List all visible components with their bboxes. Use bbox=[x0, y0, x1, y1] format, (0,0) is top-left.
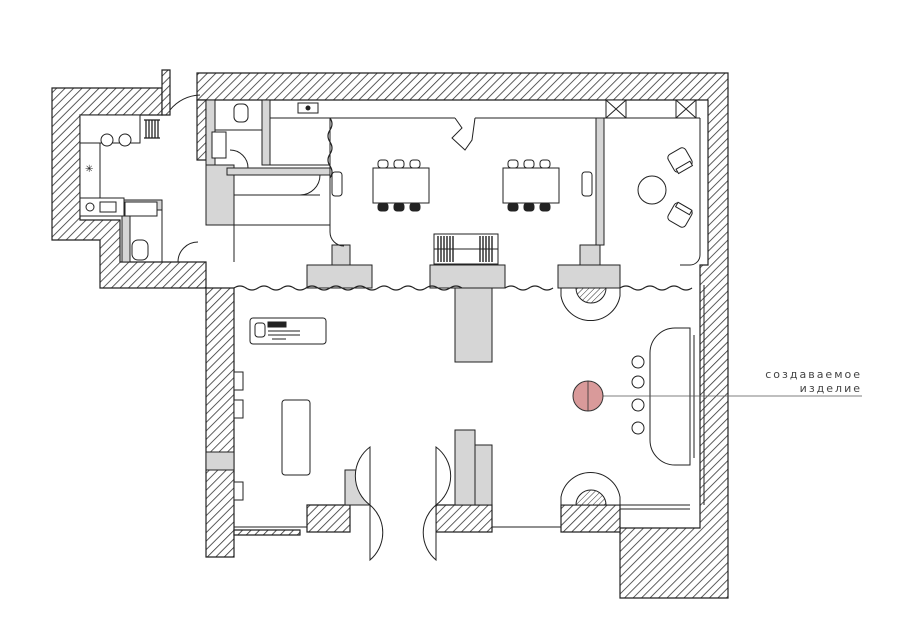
display-table bbox=[631, 327, 695, 466]
bathroom-fixtures bbox=[124, 102, 319, 261]
curtains bbox=[233, 117, 693, 291]
reception-desk bbox=[249, 317, 327, 345]
callout-line-2: изделие bbox=[799, 382, 862, 395]
dining-table-left bbox=[372, 159, 430, 212]
kitchen-fixtures: ✳ bbox=[79, 114, 141, 217]
long-bench bbox=[281, 399, 311, 476]
room-outlines bbox=[130, 117, 701, 266]
product-callout: создаваемое изделие bbox=[765, 368, 862, 396]
wall-seats-left bbox=[233, 371, 244, 501]
lounge-furniture bbox=[605, 99, 697, 228]
svg-text:✳: ✳ bbox=[85, 164, 93, 175]
niche-bottom bbox=[560, 472, 621, 506]
dining-table-right bbox=[502, 159, 560, 212]
doors bbox=[169, 70, 452, 562]
annex-shelving bbox=[144, 119, 160, 139]
callout-line-1: создаваемое bbox=[765, 368, 862, 381]
outer-walls bbox=[51, 69, 729, 599]
wall-benches bbox=[331, 171, 593, 197]
bookshelf bbox=[433, 233, 499, 265]
niche-top bbox=[560, 287, 621, 321]
windows bbox=[234, 285, 705, 528]
